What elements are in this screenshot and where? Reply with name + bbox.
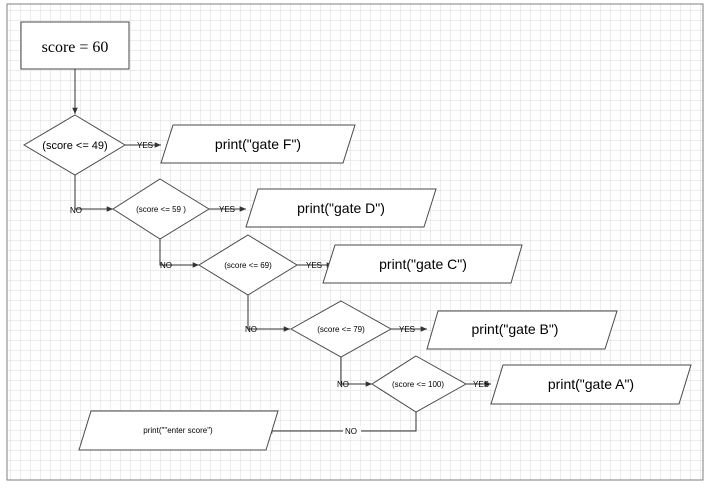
output-gate-f: print("gate F") bbox=[160, 124, 356, 164]
output-gate-b-text: print("gate B") bbox=[472, 321, 559, 337]
d2-no-label: NO bbox=[160, 261, 172, 270]
d3-no-label: NO bbox=[245, 325, 257, 334]
output-gate-d-text: print("gate D") bbox=[297, 200, 385, 216]
decision-3-condition: (score <= 69) bbox=[224, 261, 272, 270]
d1-no-connector bbox=[74, 175, 113, 212]
output-gate-c: print("gate C") bbox=[322, 244, 523, 284]
start-text: score = 60 bbox=[42, 39, 109, 56]
decision-2-condition: (score <= 59 ) bbox=[136, 205, 186, 214]
output-gate-d: print("gate D") bbox=[245, 188, 437, 228]
decision-5-condition: (score <= 100) bbox=[392, 380, 444, 389]
decision-4-condition: (score <= 79) bbox=[317, 325, 365, 334]
output-gate-a-text: print("gate A") bbox=[548, 376, 634, 392]
d5-yes-label: YES bbox=[473, 380, 489, 389]
d1-yes-label: YES bbox=[137, 141, 153, 150]
output-enter-score-text: print(""enter score") bbox=[143, 426, 213, 435]
grid-frame bbox=[6, 3, 704, 481]
d5-no-label: NO bbox=[345, 427, 357, 436]
decision-1-condition: (score <= 49) bbox=[42, 140, 107, 152]
output-gate-b: print("gate B") bbox=[426, 310, 618, 350]
d2-no-connector bbox=[159, 239, 199, 268]
output-gate-f-text: print("gate F") bbox=[215, 136, 301, 152]
d4-no-label: NO bbox=[337, 380, 349, 389]
d5-no-connector bbox=[266, 412, 417, 434]
output-gate-a: print("gate A") bbox=[490, 364, 692, 405]
d2-yes-label: YES bbox=[219, 205, 235, 214]
start-process-box: score = 60 bbox=[20, 21, 130, 70]
d1-no-label: NO bbox=[70, 206, 82, 215]
output-gate-c-text: print("gate C") bbox=[379, 256, 467, 272]
d3-no-connector bbox=[247, 295, 290, 332]
output-enter-score: print(""enter score") bbox=[78, 410, 279, 451]
d5-no-label-bg bbox=[343, 426, 361, 436]
d3-yes-label: YES bbox=[306, 261, 322, 270]
d4-yes-label: YES bbox=[399, 325, 415, 334]
d4-no-connector bbox=[340, 357, 372, 387]
